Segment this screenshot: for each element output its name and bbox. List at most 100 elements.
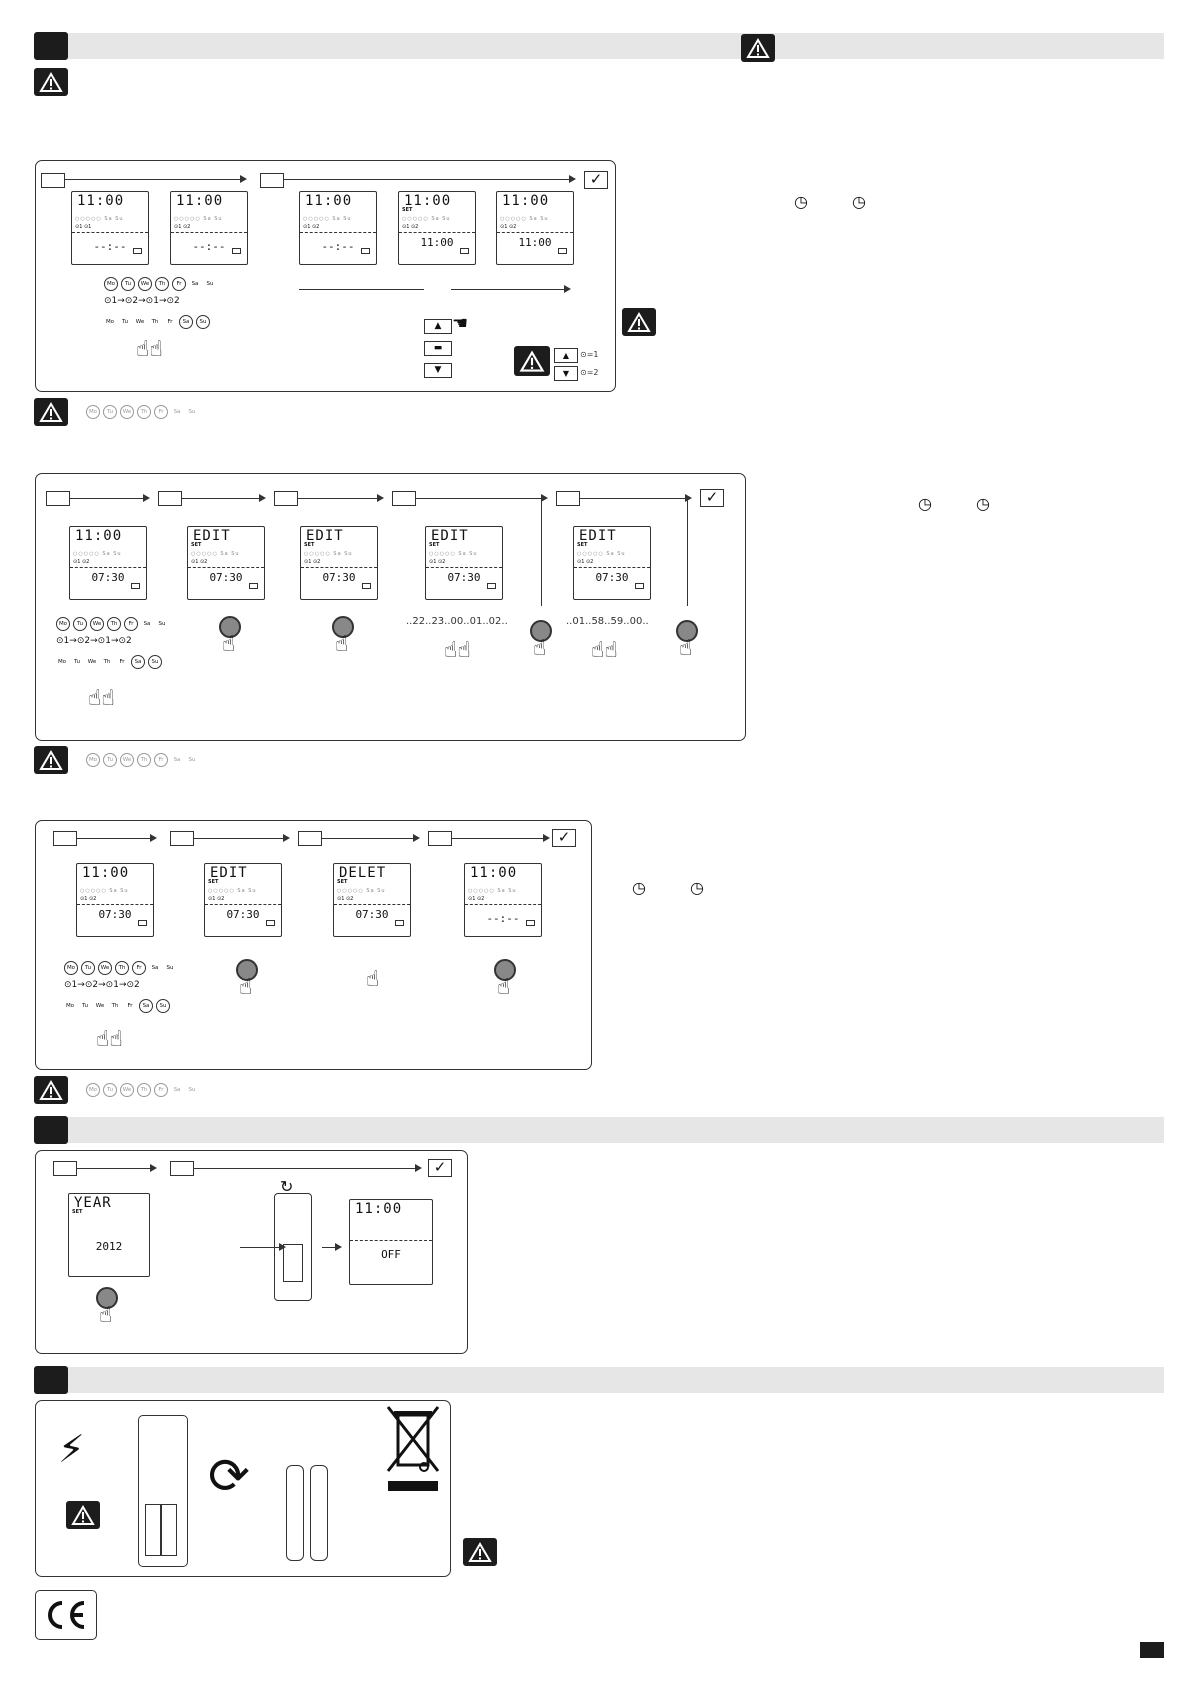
lcd-value: 07:30: [209, 571, 243, 584]
pointing-hand-icon: ☝☝: [136, 337, 163, 362]
step-box: [170, 1161, 194, 1176]
lcd-display: 11:00 ○○○○○ Sa Su ⊙1 ⊙2 --:--: [464, 863, 542, 937]
lcd-value: 11:00: [420, 236, 454, 249]
weekend-selector: Mo Tu We Th Fr Sa Su: [104, 315, 210, 329]
flow-arrow: [452, 834, 550, 842]
warning-icon: [34, 398, 68, 426]
lcd-year-value: 2012: [95, 1240, 123, 1253]
lcd-time: 11:00: [355, 1201, 403, 1217]
battery-icon: [362, 583, 371, 589]
pointing-hand-icon: ☝☝: [444, 638, 471, 663]
step-box: [41, 173, 65, 188]
minutes-sequence: ..01..58..59..00..: [566, 616, 649, 627]
lcd-time: 11:00: [502, 193, 550, 209]
lcd-display: 11:00 ○○○○○ Sa Su ⊙1 ⊙2 11:00: [496, 191, 574, 265]
battery-icon: [558, 248, 567, 254]
lcd-time: 11:00: [82, 865, 130, 881]
lcd-value: 07:30: [322, 571, 356, 584]
lcd-display: 11:00 ○○○○○ Sa Su ⊙1 ⊙2 --:--: [170, 191, 248, 265]
up-button-icon: ▲: [424, 319, 452, 334]
lcd-set: SET: [304, 542, 315, 548]
page-number-badge: [1140, 1642, 1164, 1658]
hours-sequence: ..22..23..00..01..02..: [406, 616, 508, 627]
instruction-panel-edit-program: ✓ 11:00 ○○○○○ Sa Su ⊙1 ⊙2 07:30 EDIT SET…: [35, 473, 746, 741]
section-number-badge-3: [34, 1366, 68, 1394]
lcd-display: EDIT SET ○○○○○ Sa Su ⊙1 ⊙2 07:30: [204, 863, 282, 937]
battery-icon: [286, 1465, 304, 1561]
warning-icon: [622, 308, 656, 336]
step-box: [274, 491, 298, 506]
lcd-edit: EDIT: [193, 528, 231, 544]
instruction-panel-set-program: ✓ 11:00 ○○○○○ Sa Su ⊙1 ⊙1 --:-- 11:00 ○○…: [35, 160, 616, 392]
lcd-display: EDIT SET ○○○○○ Sa Su ⊙1 ⊙2 07:30: [573, 526, 651, 600]
warning-icon: [741, 34, 775, 62]
flow-arrow: [322, 834, 420, 842]
battery-icon: [310, 1465, 328, 1561]
lcd-value: --:--: [192, 240, 226, 253]
flow-arrow: [194, 834, 290, 842]
flow-arrow: [240, 1243, 286, 1251]
warning-icon: [34, 68, 68, 96]
step-box: [46, 491, 70, 506]
clock-icon: ◷: [918, 494, 932, 513]
section-number-badge-2: [34, 1116, 68, 1144]
lcd-display: YEAR SET 2012: [68, 1193, 150, 1277]
lcd-year: YEAR: [74, 1195, 112, 1211]
flow-arrow: [298, 494, 384, 502]
lcd-time: 11:00: [75, 528, 123, 544]
done-check-icon: ✓: [428, 1159, 452, 1177]
ok-button-icon: [494, 959, 516, 981]
battery-icon: [161, 1504, 177, 1556]
program-sequence: ⊙1→⊙2→⊙1→⊙2: [56, 636, 132, 646]
lcd-display: 11:00 ○○○○○ Sa Su ⊙1 ⊙2 07:30: [76, 863, 154, 937]
down-button-icon: ▼: [424, 363, 452, 378]
lcd-set: SET: [72, 1209, 83, 1215]
lcd-edit: EDIT: [579, 528, 617, 544]
ok-button-icon: [236, 959, 258, 981]
section-header-bar-1: [36, 33, 1164, 59]
pointing-hand-icon: ☝: [222, 632, 236, 657]
lcd-display: EDIT SET ○○○○○ Sa Su ⊙1 ⊙2 07:30: [187, 526, 265, 600]
flow-arrow: [182, 494, 266, 502]
clock-icon: ◷: [690, 878, 704, 897]
step-box: [170, 831, 194, 846]
lcd-display: EDIT SET ○○○○○ Sa Su ⊙1 ⊙2 07:30: [300, 526, 378, 600]
rotate-arrow-icon: ↻: [280, 1177, 294, 1196]
done-check-icon: ✓: [584, 171, 608, 189]
weekday-selector: Mo Tu We Th Fr Sa Su: [86, 405, 198, 419]
clock-icon: ◷: [852, 192, 866, 211]
flow-arrow: [194, 1164, 422, 1172]
pointing-hand-icon: ☝☝: [591, 638, 618, 663]
warning-icon: [66, 1501, 100, 1529]
flow-arrow: [284, 175, 576, 183]
lcd-time: 11:00: [404, 193, 452, 209]
battery-icon: [138, 920, 147, 926]
battery-icon: [266, 920, 275, 926]
lcd-time: 11:00: [470, 865, 518, 881]
lcd-edit: EDIT: [431, 528, 469, 544]
pointing-hand-icon: ☝: [239, 975, 253, 1000]
legend-down: ⊙=2: [580, 368, 599, 377]
lcd-set: SET: [208, 879, 219, 885]
battery-icon: [283, 1244, 303, 1282]
step-box: [298, 831, 322, 846]
lcd-set: SET: [337, 879, 348, 885]
instruction-panel-battery: ⚡ ⟳: [35, 1400, 451, 1577]
lcd-display: 11:00 ○○○○○ Sa Su ⊙1 ⊙1 --:--: [71, 191, 149, 265]
ok-button-icon: [96, 1287, 118, 1309]
up-button-icon: ▲: [554, 348, 578, 363]
crossed-wheelie-bin-icon: [386, 1405, 440, 1493]
lcd-value: 07:30: [355, 908, 389, 921]
battery-icon: [145, 1504, 161, 1556]
remote-open-illustration: [138, 1415, 188, 1567]
ok-button-icon: ▬: [424, 341, 452, 356]
flow-arrow: [580, 494, 692, 502]
warning-icon: [514, 346, 550, 376]
lcd-set: SET: [402, 207, 413, 213]
legend-up: ⊙=1: [580, 350, 599, 359]
step-box: [53, 1161, 77, 1176]
battery-icon: [249, 583, 258, 589]
section-number-badge-1: [34, 32, 68, 60]
lcd-display: 11:00 ○○○○○ Sa Su ⊙1 ⊙2 07:30: [69, 526, 147, 600]
pointing-hand-icon: ☚: [452, 313, 469, 334]
